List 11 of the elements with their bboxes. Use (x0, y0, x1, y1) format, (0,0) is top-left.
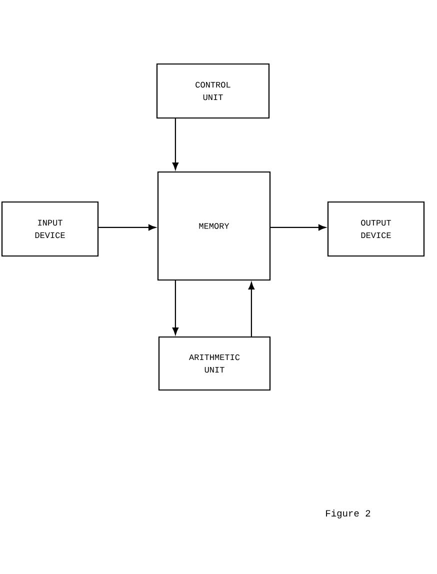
arrow (248, 282, 255, 336)
process-box: MEMORY (157, 171, 271, 281)
caption: Figure 2 (326, 510, 370, 518)
process-box: OUTPUT DEVICE (327, 201, 425, 257)
arrow (172, 118, 179, 170)
process-box: INPUT DEVICE (1, 201, 99, 257)
arrow (172, 280, 179, 335)
arrow (98, 224, 156, 231)
arrow (270, 224, 326, 231)
process-box: CONTROL UNIT (156, 63, 270, 119)
process-box: ARITHMETIC UNIT (158, 336, 271, 391)
